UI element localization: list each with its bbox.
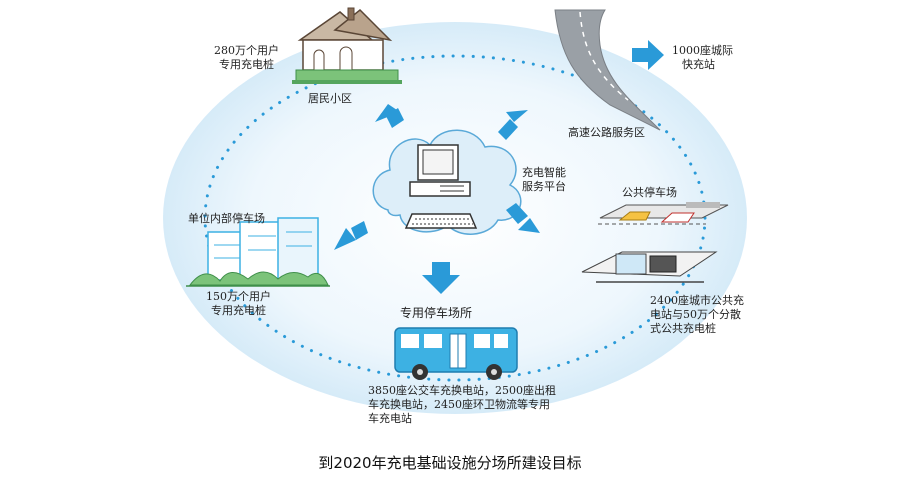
office-buildings-icon [186,217,330,287]
unit-users-label: 150万个用户 专用充电桩 [206,290,271,317]
dotted-ring [203,54,707,382]
residential-area-label: 居民小区 [308,92,352,105]
cloud-computer-icon [372,129,522,235]
figure-caption: 到2020年充电基础设施分场所建设目标 [318,454,582,472]
bus-icon [394,327,518,380]
residential-users-label: 280万个用户 专用充电桩 [214,44,279,71]
dedicated-parking-label: 专用停车场所 [400,306,473,320]
arrow-to-residential [375,104,404,128]
house-icon [292,7,402,84]
highway-label: 高速公路服务区 [568,126,645,139]
arrow-to-highway [498,110,528,140]
arrow-to-unit-parking [334,221,368,250]
public-parking-label: 公共停车场 [622,186,677,199]
parking-lot-icon [598,202,729,225]
charging-station-icon [581,251,718,283]
intercity-label: 1000座城际 快充站 [672,44,733,71]
arrow-to-dedicated-parking [422,262,460,294]
platform-label: 充电智能 服务平台 [522,166,566,193]
city-public-label: 2400座城市公共充 电站与50万个分散 式公共充电桩 [650,294,744,335]
highway-road [554,9,661,131]
unit-parking-label: 单位内部停车场 [188,212,265,225]
bus-stations-label: 3850座公交车充换电站，2500座出租 车充换电站，2450座环卫物流等专用 … [368,384,556,425]
arrow-to-intercity [632,40,664,70]
arrow-to-public-parking [506,203,540,233]
